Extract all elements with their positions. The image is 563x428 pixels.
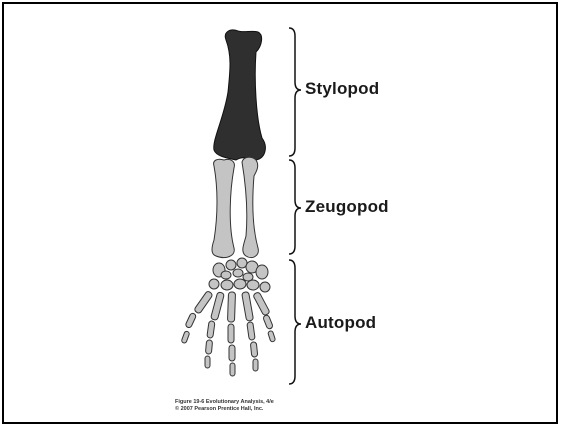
zeugopod-brace xyxy=(289,160,301,254)
carpal-bones xyxy=(209,258,270,292)
ulna-bone xyxy=(242,157,258,257)
autopod-label: Autopod xyxy=(305,313,376,333)
humerus-bone xyxy=(214,30,266,160)
digit-3 xyxy=(227,292,235,376)
zeugopod-label: Zeugopod xyxy=(305,197,389,217)
autopod-brace xyxy=(289,260,301,384)
stylopod-brace xyxy=(289,28,301,156)
digit-2 xyxy=(205,292,224,368)
caption-line-2: © 2007 Pearson Prentice Hall, Inc. xyxy=(175,406,274,413)
digit-4 xyxy=(242,292,258,371)
digit-5 xyxy=(253,292,276,343)
caption-line-1: Figure 19-6 Evolutionary Analysis, 4/e xyxy=(175,399,274,406)
stylopod-label: Stylopod xyxy=(305,79,379,99)
figure-caption: Figure 19-6 Evolutionary Analysis, 4/e ©… xyxy=(175,399,274,413)
radius-bone xyxy=(212,159,234,257)
